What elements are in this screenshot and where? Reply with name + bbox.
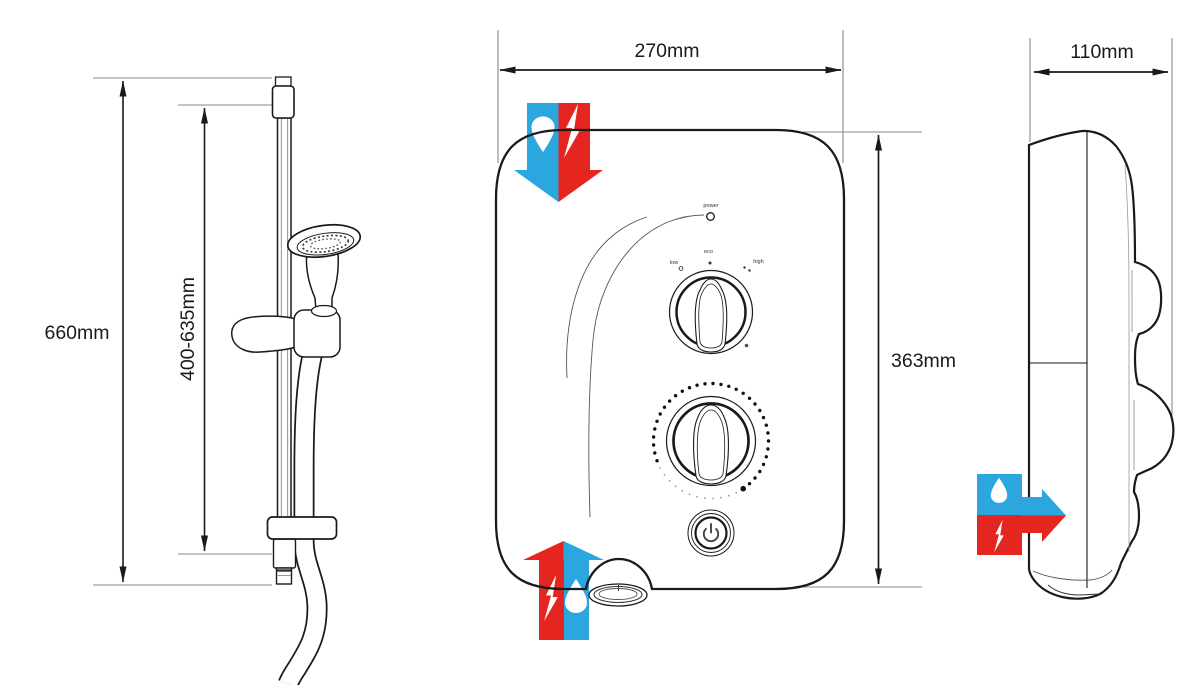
reference-lines	[93, 77, 272, 586]
rail-top-cap	[274, 76, 292, 87]
reference-lines	[497, 30, 922, 588]
temperature-scale-dots	[651, 381, 771, 500]
reference-lines	[1029, 38, 1173, 424]
water-electric-rear-entry-icon	[977, 474, 1066, 555]
electric-water-bottom-entry-icon	[523, 541, 604, 640]
shower-hose	[278, 349, 328, 685]
lightning-bolt-icon	[994, 519, 1004, 553]
water-drop-icon	[531, 116, 555, 153]
unit-body-outline	[494, 128, 846, 591]
water-drop-icon	[990, 477, 1008, 503]
slide-rail	[271, 76, 295, 540]
width-label: 270mm	[634, 40, 699, 62]
outlet-spout	[588, 583, 648, 607]
unit-body-fill	[496, 130, 844, 589]
side-profile-details	[1029, 131, 1135, 596]
handset-handle	[305, 251, 339, 311]
power-symbol-icon	[702, 523, 720, 543]
height-label: 363mm	[891, 350, 956, 372]
rail-top-bracket	[271, 85, 295, 119]
holder-clamp-lever	[230, 315, 297, 353]
lightning-bolt-icon	[544, 575, 558, 621]
front-view-diagram: 270mm 363mm	[494, 30, 956, 640]
start-stop-button	[687, 509, 735, 557]
temperature-knob	[651, 381, 771, 500]
selector-low-label: low	[670, 260, 679, 266]
water-drop-icon	[565, 579, 587, 613]
rail-kit-diagram: 660mm 400-635mm	[44, 76, 362, 685]
side-view-diagram: 110mm	[977, 38, 1175, 600]
power-led-indicator: power	[703, 203, 719, 221]
handset-holder	[230, 304, 341, 358]
side-profile-outline	[1027, 129, 1175, 600]
face-styling-curves	[566, 214, 705, 518]
power-selector-labels: low eco high	[670, 249, 764, 272]
power-selector-knob	[668, 269, 754, 355]
selector-high-label: high	[753, 259, 764, 265]
handset-range-label: 400-635mm	[177, 277, 199, 381]
selector-eco-label: eco	[704, 249, 713, 255]
shower-head	[286, 223, 362, 259]
overall-height-label: 660mm	[44, 322, 109, 344]
depth-label: 110mm	[1070, 41, 1134, 63]
rail-bottom-bracket	[266, 516, 338, 585]
power-led-label: power	[703, 203, 718, 209]
